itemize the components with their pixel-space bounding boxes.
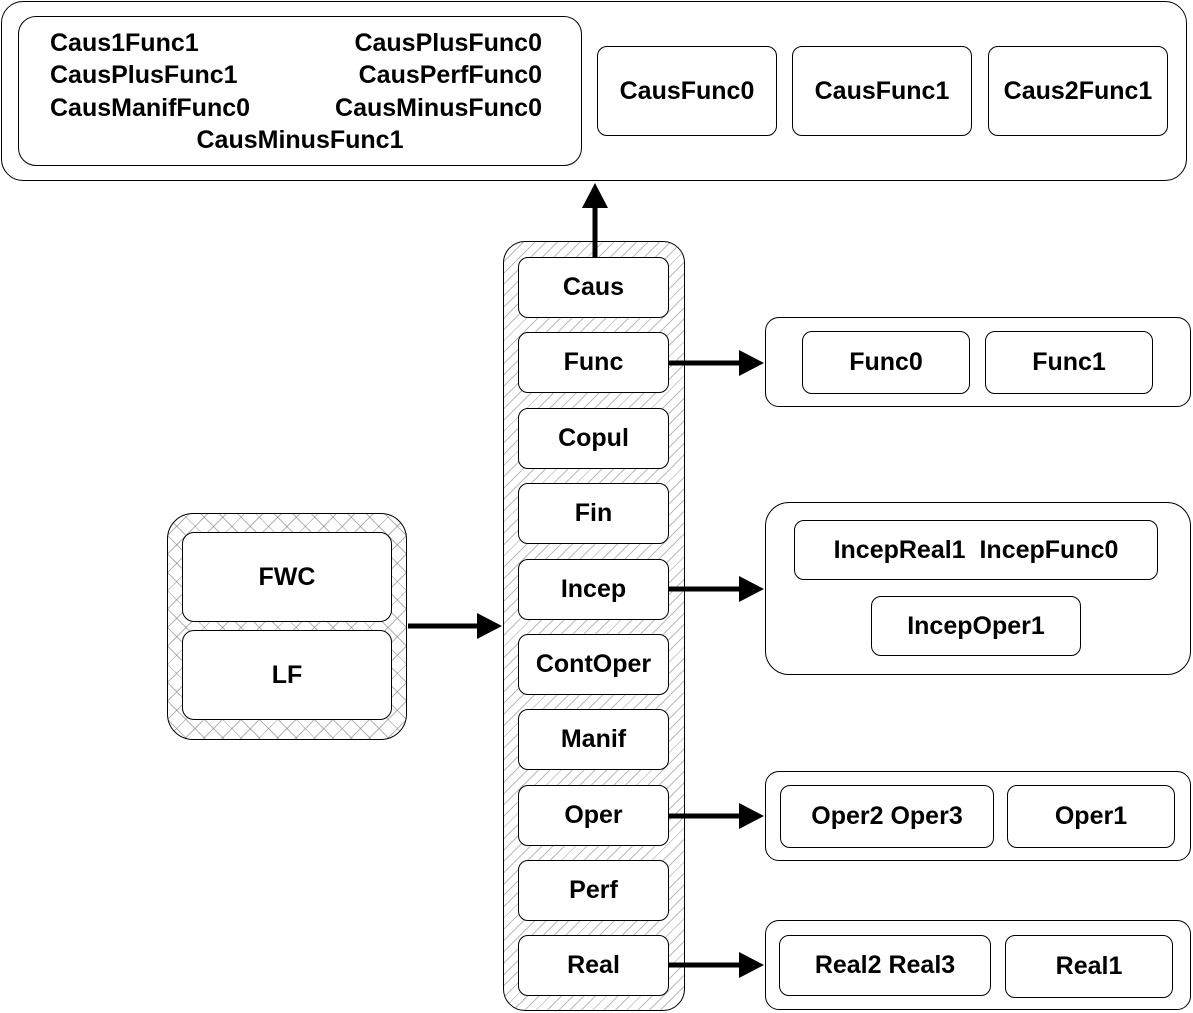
column-item-incep: Incep: [518, 559, 669, 620]
caus-combined-item: Caus1Func1: [50, 28, 199, 57]
incep-real1-func0-box: IncepReal1 IncepFunc0: [794, 520, 1158, 580]
column-item-manif: Manif: [518, 709, 669, 770]
oper1-box: Oper1: [1007, 785, 1175, 848]
real2-real3-box: Real2 Real3: [779, 935, 991, 996]
lf-box: LF: [182, 630, 392, 720]
caus2-func1-box: Caus2Func1: [988, 46, 1168, 136]
caus-func1-box: CausFunc1: [792, 46, 972, 136]
column-item-contoper: ContOper: [518, 634, 669, 695]
caus-combined-item: CausMinusFunc1: [196, 125, 404, 154]
func1-box: Func1: [985, 331, 1153, 394]
caus-combined-item: CausPlusFunc0: [354, 28, 542, 57]
caus-func0-box: CausFunc0: [597, 46, 777, 136]
column-item-perf: Perf: [518, 860, 669, 921]
column-item-real: Real: [518, 935, 669, 996]
oper2-oper3-box: Oper2 Oper3: [780, 785, 994, 848]
real1-box: Real1: [1005, 935, 1173, 998]
incep-oper1-box: IncepOper1: [871, 596, 1081, 656]
func0-box: Func0: [802, 331, 970, 394]
column-item-copul: Copul: [518, 408, 669, 469]
column-item-fin: Fin: [518, 483, 669, 544]
arrow-left-to-column: [408, 613, 502, 639]
column-item-caus: Caus: [518, 257, 669, 318]
fwc-box: FWC: [182, 532, 392, 622]
caus-combined-item: CausMinusFunc0: [335, 93, 542, 122]
caus-combined-item: CausPlusFunc1: [50, 60, 238, 89]
caus-combined-functions-box: [18, 16, 582, 166]
column-item-func: Func: [518, 332, 669, 393]
caus-combined-item: CausPerfFunc0: [358, 60, 542, 89]
column-item-oper: Oper: [518, 785, 669, 846]
caus-combined-item: CausManifFunc0: [50, 93, 251, 122]
